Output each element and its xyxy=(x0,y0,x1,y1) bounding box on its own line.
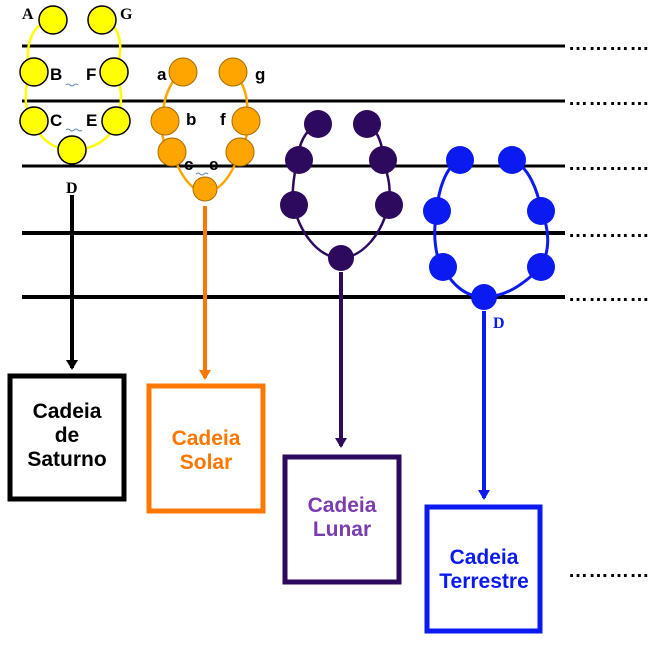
lunar-globe-g xyxy=(353,110,381,138)
lunar-globe-a xyxy=(304,110,332,138)
solar-chain: a g b f c e xyxy=(150,57,265,380)
lunar-box: Cadeia Lunar xyxy=(282,454,402,585)
continuation-dots-1: ………… xyxy=(568,33,650,55)
saturn-globe-e xyxy=(101,106,131,136)
saturn-label-d: D xyxy=(66,180,78,197)
saturn-globe-c xyxy=(19,106,49,136)
terrestrial-globe-g xyxy=(498,146,526,174)
saturn-globe-b xyxy=(19,57,49,87)
lunar-globe-e xyxy=(375,191,403,219)
continuation-dots-6: ………… xyxy=(568,560,650,582)
terrestrial-globe-a xyxy=(446,146,474,174)
lunar-chain-loop xyxy=(291,122,391,260)
solar-label-b: b xyxy=(186,110,196,129)
solar-label-e: e xyxy=(209,155,218,174)
saturn-label-a: A xyxy=(22,6,34,23)
solar-globe-e xyxy=(225,137,255,167)
saturn-label-e: E xyxy=(86,111,97,130)
solar-globe-g xyxy=(218,57,248,87)
saturn-globe-d xyxy=(57,135,87,165)
lunar-globe-c xyxy=(280,191,308,219)
lunar-chain xyxy=(280,110,403,448)
solar-title-2: Solar xyxy=(180,451,233,474)
terrestrial-globe-f xyxy=(527,197,555,225)
solar-globe-c xyxy=(157,137,187,167)
saturn-globe-f xyxy=(99,57,129,87)
lunar-globe-b xyxy=(285,146,313,174)
lunar-title-2: Lunar xyxy=(313,518,371,541)
lunar-globe-d xyxy=(328,245,354,271)
saturn-squiggle-1 xyxy=(65,83,79,87)
saturn-label-b: B xyxy=(50,65,62,84)
saturn-globe-g xyxy=(87,5,117,35)
solar-globe-d xyxy=(192,176,218,202)
terrestrial-chain: D xyxy=(423,146,555,500)
saturn-title-1: Cadeia xyxy=(33,400,102,423)
solar-globe-f xyxy=(231,106,261,136)
continuation-dots-3: ………… xyxy=(568,153,650,175)
saturn-chain: A G B F C E D xyxy=(19,5,133,370)
saturn-squiggle-2 xyxy=(65,128,83,132)
solar-chain-loop xyxy=(160,70,249,194)
saturn-label-f: F xyxy=(86,65,96,84)
continuation-dots-2: ………… xyxy=(568,88,650,110)
solar-title-1: Cadeia xyxy=(172,427,241,450)
saturn-box: Cadeia de Saturno xyxy=(7,373,127,502)
continuation-dots: ………… ………… ………… ………… ………… ………… xyxy=(568,33,650,582)
terrestrial-box: Cadeia Terrestre xyxy=(424,504,543,634)
saturn-label-g: G xyxy=(120,6,133,23)
terrestrial-title-2: Terrestre xyxy=(439,570,529,593)
solar-globe-a xyxy=(168,57,198,87)
terrestrial-title-1: Cadeia xyxy=(450,546,519,569)
saturn-title-2: de xyxy=(55,424,80,447)
saturn-label-c: C xyxy=(50,111,62,130)
solar-label-g: g xyxy=(255,65,265,84)
terrestrial-globe-e xyxy=(527,253,555,281)
lunar-globe-f xyxy=(369,146,397,174)
terrestrial-globe-d xyxy=(471,284,497,310)
solar-box: Cadeia Solar xyxy=(146,383,266,514)
terrestrial-globe-b xyxy=(423,197,451,225)
lunar-title-1: Cadeia xyxy=(308,494,377,517)
continuation-dots-4: ………… xyxy=(568,220,650,242)
solar-label-c: c xyxy=(184,155,193,174)
solar-label-f: f xyxy=(220,110,226,129)
continuation-dots-5: ………… xyxy=(568,284,650,306)
terrestrial-label-d: D xyxy=(493,315,505,332)
solar-squiggle xyxy=(195,172,209,176)
solar-label-a: a xyxy=(157,65,167,84)
solar-globe-b xyxy=(150,106,180,136)
saturn-title-3: Saturno xyxy=(27,448,106,471)
saturn-globe-a xyxy=(38,5,68,35)
terrestrial-globe-c xyxy=(429,253,457,281)
